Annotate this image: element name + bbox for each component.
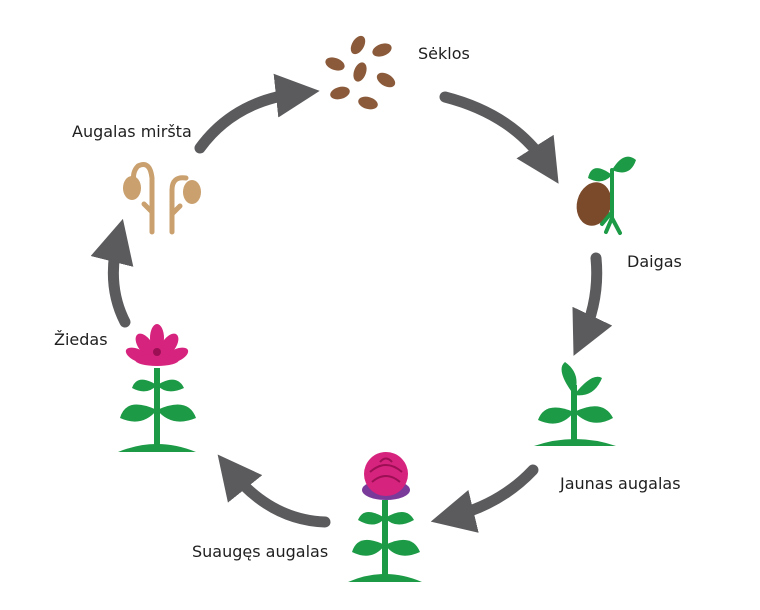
label-seeds: Sėklos — [418, 44, 470, 63]
wilted-plant-icon — [131, 162, 189, 235]
flower-icon — [118, 324, 196, 452]
label-mature-plant: Suaugęs augalas — [192, 542, 329, 561]
label-young-plant: Jaunas augalas — [560, 474, 681, 493]
arrow-sprout-to-young — [572, 252, 613, 356]
wilted-buds — [123, 176, 201, 204]
arrow-mature-to-flower — [217, 454, 331, 528]
label-dying-plant: Augalas miršta — [72, 122, 192, 141]
sprout-icon — [576, 156, 636, 235]
young-plant-icon — [534, 362, 616, 446]
label-sprout: Daigas — [627, 252, 682, 271]
arrow-dying-to-seeds — [194, 73, 320, 154]
mature-plant-icon — [348, 452, 422, 582]
label-flower: Žiedas — [54, 330, 108, 349]
arrow-seeds-to-sprout — [439, 91, 559, 184]
seeds-icon — [325, 35, 396, 110]
arrow-flower-to-dying — [90, 218, 134, 328]
arrow-young-to-mature — [430, 464, 539, 533]
